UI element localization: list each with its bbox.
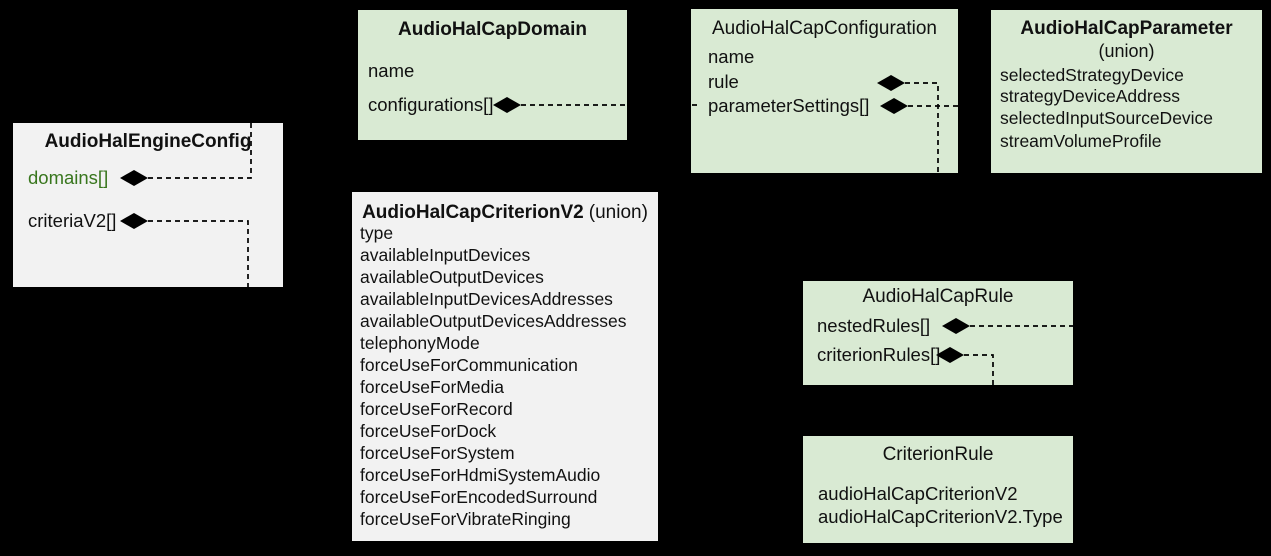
field-domains: domains[]: [28, 167, 109, 188]
class-title-criterionv2-name: AudioHalCapCriterionV2: [362, 202, 584, 223]
field-telephonymode: telephonyMode: [360, 333, 480, 353]
field-rule: rule: [708, 71, 739, 92]
field-type: type: [360, 223, 394, 243]
class-box-parameter: AudioHalCapParameter (union) selectedStr…: [991, 10, 1262, 173]
field-forceuseforsystem: forceUseForSystem: [360, 443, 515, 463]
field-nestedrules: nestedRules[]: [817, 315, 931, 336]
class-box-criterionv2: AudioHalCapCriterionV2(union) type avail…: [352, 192, 658, 541]
field-selectedinputsourcedevice: selectedInputSourceDevice: [1000, 108, 1214, 128]
field-forceuseforrecord: forceUseForRecord: [360, 399, 513, 419]
field-forceuseforhdmisystemaudio: forceUseForHdmiSystemAudio: [360, 465, 601, 485]
field-availableoutputdevices: availableOutputDevices: [360, 267, 544, 287]
class-box-engine: AudioHalEngineConfig domains[] criteriaV…: [13, 123, 283, 287]
field-name: name: [368, 60, 415, 81]
field-availableoutputdevicesaddresses: availableOutputDevicesAddresses: [360, 311, 627, 331]
field-forceuseforcommunication: forceUseForCommunication: [360, 355, 578, 375]
class-box-domain: AudioHalCapDomain name configurations[]: [358, 10, 627, 140]
field-forceuseforencodedsurround: forceUseForEncodedSurround: [360, 487, 598, 507]
field-name: name: [708, 46, 755, 67]
class-title-configuration: AudioHalCapConfiguration: [712, 18, 937, 39]
class-box-criterionrule: CriterionRule audioHalCapCriterionV2 aud…: [803, 436, 1073, 543]
field-forceuseformedia: forceUseForMedia: [360, 377, 504, 397]
class-title-engine: AudioHalEngineConfig: [44, 131, 252, 152]
field-configurations: configurations[]: [368, 94, 494, 115]
class-title-criterionv2-union: (union): [588, 202, 648, 223]
field-criterionrules: criterionRules[]: [817, 344, 941, 365]
class-title-parameter: AudioHalCapParameter: [1020, 18, 1233, 39]
field-selectedstrategydevice: selectedStrategyDevice: [1000, 65, 1184, 85]
field-audiohalcapcriterionv2: audioHalCapCriterionV2: [818, 483, 1018, 504]
field-forceusefordock: forceUseForDock: [360, 421, 497, 441]
field-availableinputdevices: availableInputDevices: [360, 245, 531, 265]
field-streamvolumeprofile: streamVolumeProfile: [1000, 131, 1162, 151]
class-subtitle-parameter: (union): [1098, 41, 1155, 61]
field-availableinputdevicesaddresses: availableInputDevicesAddresses: [360, 289, 613, 309]
class-title-rule: AudioHalCapRule: [862, 286, 1014, 307]
field-audiohalcapcriterionv2type: audioHalCapCriterionV2.Type: [818, 506, 1063, 527]
field-strategydeviceaddress: strategyDeviceAddress: [1000, 86, 1180, 106]
class-title-criterionv2: AudioHalCapCriterionV2(union): [352, 202, 658, 224]
class-box-configuration: AudioHalCapConfiguration name rule param…: [691, 9, 958, 173]
field-parametersettings: parameterSettings[]: [708, 95, 870, 116]
class-box-rule: AudioHalCapRule nestedRules[] criterionR…: [803, 281, 1073, 385]
class-title-criterionrule: CriterionRule: [882, 444, 994, 465]
class-title-domain: AudioHalCapDomain: [398, 19, 587, 40]
field-forceuseforvibrateringing: forceUseForVibrateRinging: [360, 509, 571, 529]
field-criteriav2: criteriaV2[]: [28, 210, 117, 231]
